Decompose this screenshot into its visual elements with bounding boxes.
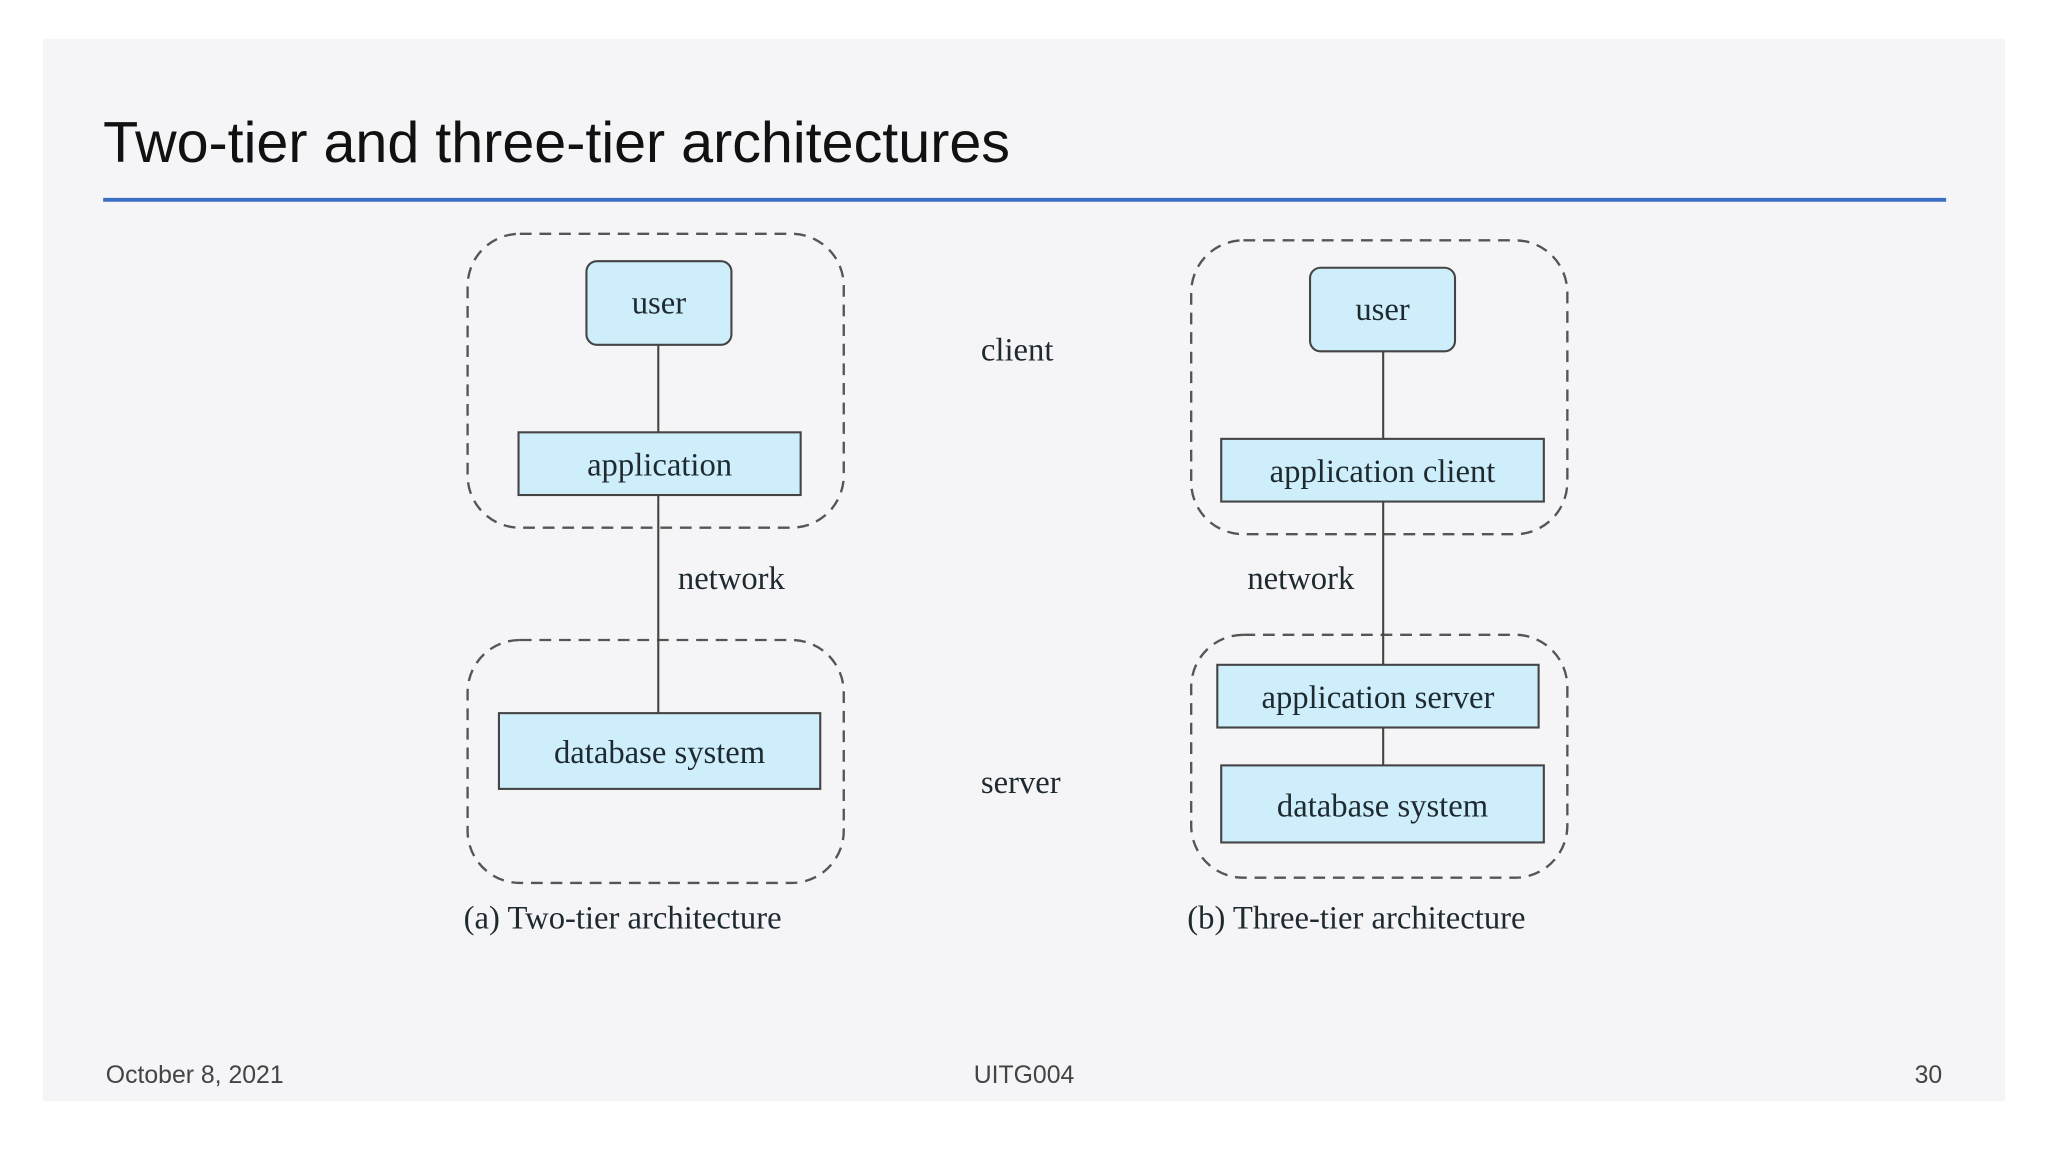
database-box	[497, 712, 822, 790]
application-client-label: application client	[1270, 454, 1496, 490]
two-tier-caption: (a) Two-tier architecture	[464, 901, 782, 937]
user-label: user	[632, 285, 687, 321]
two-tier-diagram: user application network database system…	[464, 232, 845, 937]
application-label: application	[587, 447, 732, 483]
user-label: user	[1355, 292, 1410, 328]
application-server-label: application server	[1261, 680, 1494, 716]
server-boundary	[1190, 633, 1569, 879]
database-box	[1220, 764, 1545, 844]
server-boundary	[466, 638, 845, 885]
client-label: client	[981, 332, 1054, 368]
three-tier-diagram: user application client network applicat…	[1187, 239, 1569, 937]
network-label: network	[1247, 561, 1355, 597]
application-client-box	[1220, 437, 1545, 503]
network-label: network	[678, 561, 786, 597]
application-server-box	[1216, 663, 1540, 729]
footer-date: October 8, 2021	[106, 1062, 284, 1089]
footer-page-number: 30	[1915, 1062, 1943, 1089]
database-label: database system	[554, 735, 765, 771]
user-box	[1308, 266, 1457, 353]
page-title: Two-tier and three-tier architectures	[103, 111, 1010, 175]
server-label: server	[981, 765, 1061, 801]
user-box	[585, 260, 733, 346]
three-tier-caption: (b) Three-tier architecture	[1187, 901, 1525, 937]
slide-background	[43, 39, 2005, 1102]
application-box	[517, 431, 802, 497]
footer-course: UITG004	[974, 1062, 1075, 1089]
database-label: database system	[1277, 788, 1488, 824]
